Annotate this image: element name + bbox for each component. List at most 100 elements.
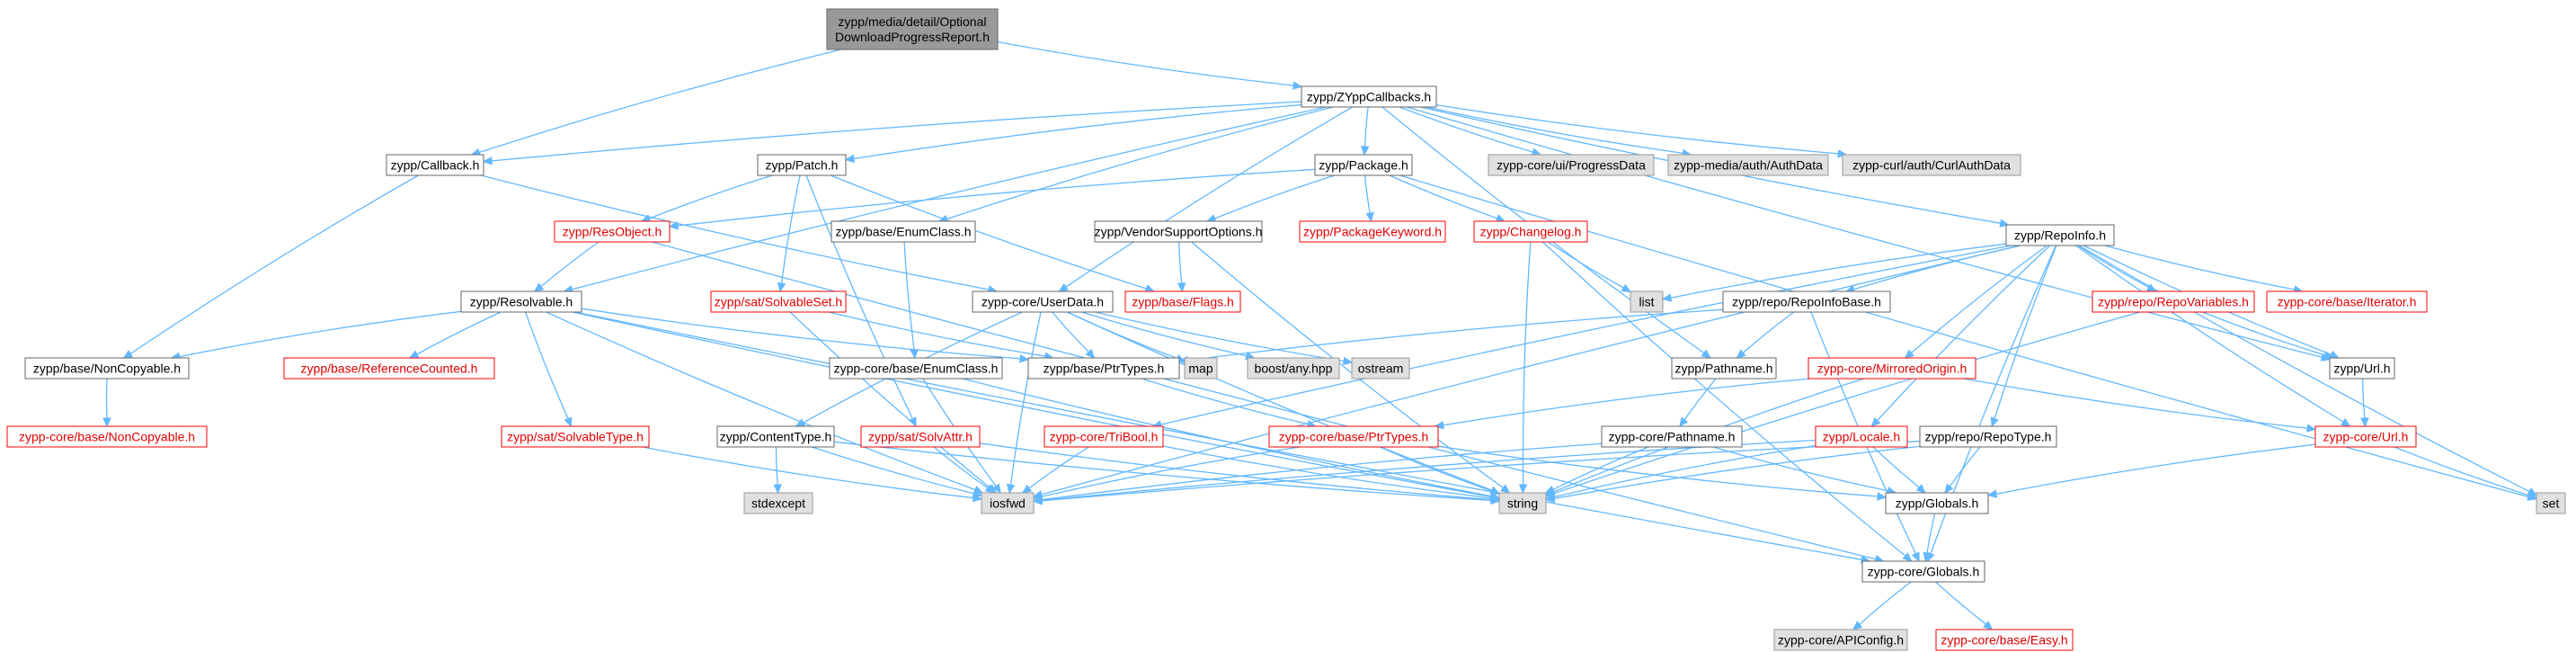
edge-line bbox=[1065, 106, 1354, 288]
node-label: zypp/sat/SolvAttr.h bbox=[868, 430, 973, 444]
node-mirroredorigin[interactable]: zypp-core/MirroredOrigin.h bbox=[1808, 357, 1976, 380]
node-vendorsupport[interactable]: zypp/VendorSupportOptions.h bbox=[1094, 220, 1263, 243]
node-corepathname[interactable]: zypp-core/Pathname.h bbox=[1601, 425, 1743, 448]
edge-line bbox=[1160, 245, 2012, 425]
edge-arrowhead bbox=[1911, 551, 1920, 563]
edge-line bbox=[1911, 245, 2047, 353]
node-label: zypp/Changelog.h bbox=[1480, 225, 1582, 239]
node-repoinfo[interactable]: zypp/RepoInfo.h bbox=[2005, 224, 2115, 246]
edge-arrowhead bbox=[1518, 484, 1528, 495]
node-coreglobals[interactable]: zypp-core/Globals.h bbox=[1861, 560, 1985, 583]
node-box bbox=[1299, 220, 1446, 243]
node-box bbox=[831, 220, 976, 243]
edge-arrowhead bbox=[2323, 351, 2334, 360]
node-label: zypp-core/base/NonCopyable.h bbox=[19, 430, 195, 444]
node-box bbox=[1498, 492, 1547, 514]
node-coreptrtypes[interactable]: zypp-core/base/PtrTypes.h bbox=[1268, 425, 1439, 448]
node-label: zypp/Url.h bbox=[2333, 362, 2390, 376]
node-patch[interactable]: zypp/Patch.h bbox=[757, 154, 847, 176]
node-solvableset[interactable]: zypp/sat/SolvableSet.h bbox=[710, 290, 847, 313]
node-authdata: zypp-media/auth/AuthData bbox=[1667, 154, 1829, 176]
edge-arrowhead bbox=[1852, 621, 1863, 630]
node-contenttype[interactable]: zypp/ContentType.h bbox=[716, 425, 835, 448]
node-package[interactable]: zypp/Package.h bbox=[1314, 154, 1413, 176]
edge-arrowhead bbox=[1085, 348, 1096, 359]
node-box bbox=[829, 357, 1003, 380]
edge-root-to-callback bbox=[470, 49, 842, 157]
node-corenoncopyable[interactable]: zypp-core/base/NonCopyable.h bbox=[6, 425, 208, 448]
node-repovariables[interactable]: zypp/repo/RepoVariables.h bbox=[2092, 290, 2255, 313]
edge-zyppcallbacks-to-resolvable bbox=[563, 106, 1327, 294]
edge-arrowhead bbox=[1006, 483, 1016, 495]
node-refcounted[interactable]: zypp/base/ReferenceCounted.h bbox=[283, 357, 495, 380]
edge-arrowhead bbox=[1058, 282, 1069, 292]
node-packagekeyword[interactable]: zypp/PackageKeyword.h bbox=[1299, 220, 1446, 243]
node-label: zypp/base/NonCopyable.h bbox=[33, 362, 181, 376]
node-tribool[interactable]: zypp-core/TriBool.h bbox=[1044, 425, 1164, 448]
node-reposinfobase[interactable]: zypp/repo/RepoInfoBase.h bbox=[1722, 290, 1891, 313]
edge-resobject-to-resolvable bbox=[533, 241, 600, 292]
edge-reposinfobase-to-pathname bbox=[1736, 311, 1795, 359]
node-coreenumclass[interactable]: zypp-core/base/EnumClass.h bbox=[829, 357, 1003, 380]
node-globals[interactable]: zypp/Globals.h bbox=[1885, 492, 1989, 514]
node-label: zypp/sat/SolvableType.h bbox=[507, 430, 644, 444]
node-label: zypp/Pathname.h bbox=[1675, 362, 1773, 376]
node-box bbox=[1919, 425, 2057, 448]
node-ptrtypes[interactable]: zypp/base/PtrTypes.h bbox=[1027, 357, 1180, 380]
edge-arrowhead bbox=[1360, 146, 1370, 156]
edge-repotype-to-globals bbox=[1944, 446, 1981, 494]
node-resolvable[interactable]: zypp/Resolvable.h bbox=[460, 290, 582, 313]
node-box bbox=[716, 425, 835, 448]
edge-resobject-to-coreglobals bbox=[652, 241, 1885, 564]
node-box bbox=[1667, 154, 1829, 176]
node-url[interactable]: zypp/Url.h bbox=[2329, 357, 2395, 380]
edge-arrowhead bbox=[1990, 416, 1999, 428]
node-enumclass[interactable]: zypp/base/EnumClass.h bbox=[831, 220, 976, 243]
node-changelog[interactable]: zypp/Changelog.h bbox=[1473, 220, 1588, 243]
node-box bbox=[710, 290, 847, 313]
edge-userdata-to-ostream bbox=[1095, 311, 1354, 366]
node-callback[interactable]: zypp/Callback.h bbox=[386, 154, 484, 176]
node-coreurl[interactable]: zypp-core/Url.h bbox=[2314, 425, 2417, 448]
node-label: zypp/ResObject.h bbox=[563, 225, 662, 239]
node-box bbox=[981, 492, 1035, 514]
node-box bbox=[826, 8, 999, 50]
node-resobject[interactable]: zypp/ResObject.h bbox=[554, 220, 671, 243]
edge-line bbox=[642, 446, 974, 499]
node-noncopyable[interactable]: zypp/base/NonCopyable.h bbox=[24, 357, 190, 380]
edge-line bbox=[946, 106, 1334, 220]
node-box bbox=[1773, 629, 1908, 651]
node-solvabletype[interactable]: zypp/sat/SolvableType.h bbox=[501, 425, 650, 448]
edge-line bbox=[1041, 245, 2020, 496]
node-userdata[interactable]: zypp-core/UserData.h bbox=[972, 290, 1114, 313]
node-solvattr[interactable]: zypp/sat/SolvAttr.h bbox=[860, 425, 981, 448]
node-box bbox=[2092, 290, 2255, 313]
edge-userdata-to-boostany bbox=[1081, 311, 1256, 361]
edge-ptrtypes-to-coreptrtypes bbox=[1141, 378, 1318, 429]
node-label: zypp/Globals.h bbox=[1896, 496, 1979, 511]
edge-line bbox=[1028, 446, 1089, 489]
edge-locale-to-globals bbox=[1872, 446, 1926, 494]
edge-line bbox=[1553, 444, 1817, 498]
edge-line bbox=[2394, 446, 2529, 496]
edge-coreptrtypes-to-globals bbox=[1437, 445, 1888, 501]
node-label: zypp/Patch.h bbox=[766, 158, 839, 173]
edge-line bbox=[1670, 243, 2007, 299]
edge-line bbox=[546, 311, 976, 491]
node-pathname[interactable]: zypp/Pathname.h bbox=[1671, 357, 1777, 380]
node-easy[interactable]: zypp-core/base/Easy.h bbox=[1935, 629, 2074, 651]
node-label: zypp/ContentType.h bbox=[720, 430, 832, 444]
edge-noncopyable-to-corenoncopyable bbox=[102, 378, 111, 428]
node-repotype[interactable]: zypp/repo/RepoType.h bbox=[1919, 425, 2057, 448]
edge-line bbox=[1553, 311, 2140, 495]
node-zyppcallbacks[interactable]: zypp/ZYppCallbacks.h bbox=[1301, 85, 1437, 108]
node-label: zypp-curl/auth/CurlAuthData bbox=[1852, 158, 2011, 173]
node-flags[interactable]: zypp/base/Flags.h bbox=[1124, 290, 1241, 313]
node-iterator[interactable]: zypp-core/base/Iterator.h bbox=[2266, 290, 2428, 313]
edge-line bbox=[775, 446, 778, 486]
node-box bbox=[1184, 357, 1218, 380]
node-root[interactable]: zypp/media/detail/OptionalDownloadProgre… bbox=[826, 8, 999, 50]
edge-line bbox=[1095, 311, 1345, 362]
node-locale[interactable]: zypp/Locale.h bbox=[1815, 425, 1908, 448]
node-string: string bbox=[1498, 492, 1547, 514]
